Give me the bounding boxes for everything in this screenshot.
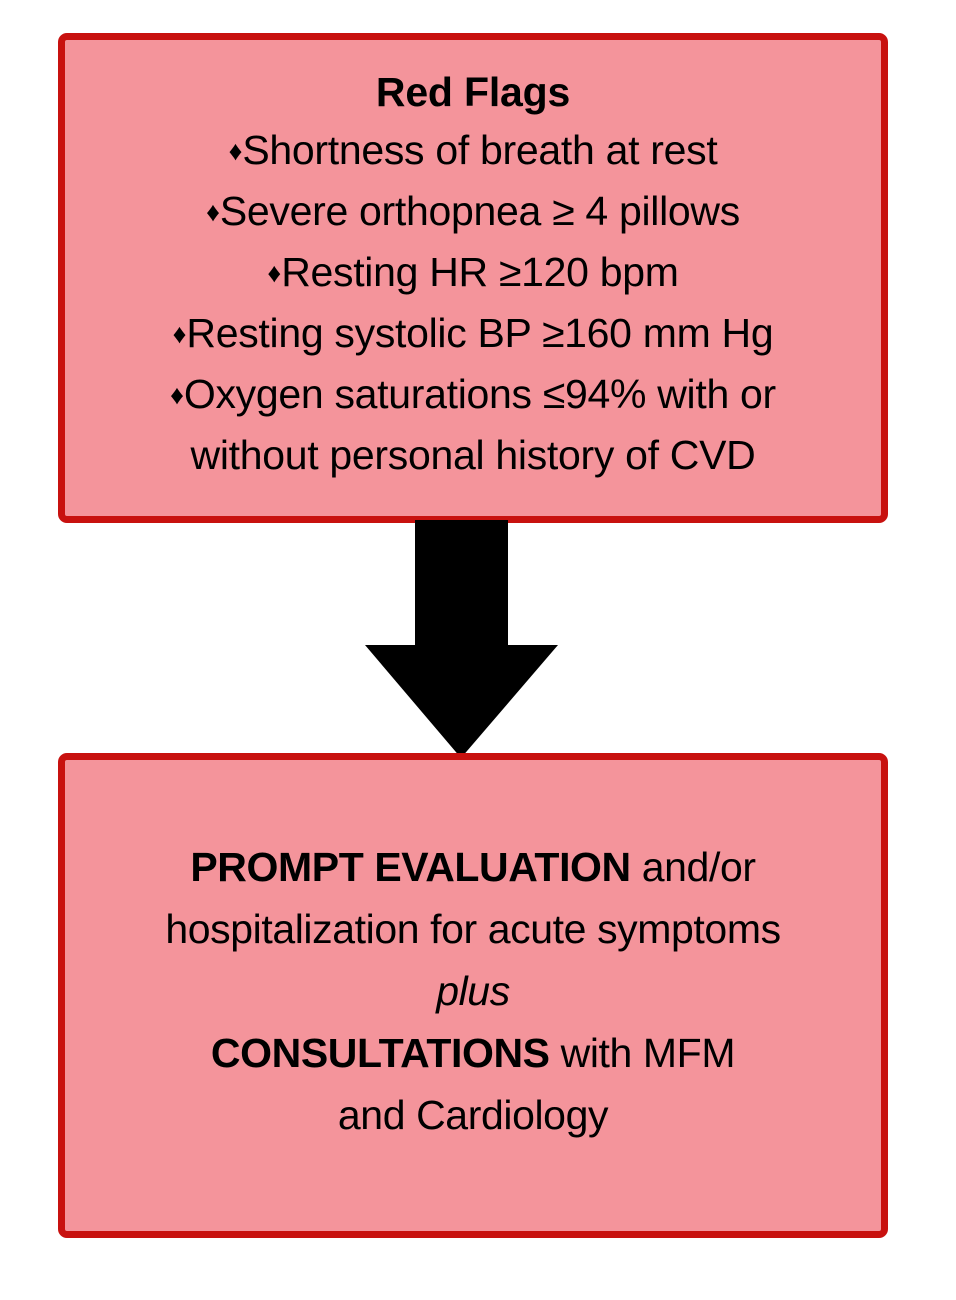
list-item: ♦Resting HR ≥120 bpm: [65, 242, 881, 303]
red-flags-box: Red Flags ♦Shortness of breath at rest ♦…: [58, 33, 888, 523]
list-item: ♦Oxygen saturations ≤94% with or without…: [65, 364, 881, 485]
action-text: hospitalization for acute symptoms: [165, 906, 781, 952]
action-text: with MFM: [549, 1030, 736, 1076]
diamond-bullet-icon: ♦: [206, 197, 220, 227]
action-line-plus: plus: [65, 960, 881, 1022]
action-emphasis: CONSULTATIONS: [210, 1030, 550, 1076]
action-line: PROMPT EVALUATION and/or: [65, 836, 881, 898]
action-text: and/or: [630, 844, 756, 890]
list-item-label: Shortness of breath at rest: [242, 127, 718, 173]
action-line: hospitalization for acute symptoms: [65, 898, 881, 960]
list-item-label: Oxygen saturations ≤94% with or without …: [183, 371, 776, 478]
list-item: ♦Resting systolic BP ≥160 mm Hg: [65, 303, 881, 364]
action-emphasis: PROMPT EVALUATION: [190, 844, 631, 890]
down-arrow-icon: [365, 520, 558, 758]
list-item-label: Resting HR ≥120 bpm: [281, 249, 679, 295]
diamond-bullet-icon: ♦: [267, 258, 282, 288]
action-text: plus: [436, 968, 510, 1014]
red-flags-list: ♦Shortness of breath at rest ♦Severe ort…: [65, 120, 881, 485]
prompt-evaluation-box: PROMPT EVALUATION and/or hospitalization…: [58, 753, 888, 1238]
action-line: and Cardiology: [65, 1084, 881, 1146]
list-item-label: Severe orthopnea ≥ 4 pillows: [219, 188, 740, 234]
list-item: ♦Shortness of breath at rest: [65, 120, 881, 181]
diamond-bullet-icon: ♦: [170, 380, 184, 410]
action-text: and Cardiology: [337, 1092, 609, 1138]
list-item-label: Resting systolic BP ≥160 mm Hg: [186, 310, 774, 356]
diamond-bullet-icon: ♦: [228, 136, 243, 166]
list-item: ♦Severe orthopnea ≥ 4 pillows: [65, 181, 881, 242]
action-line: CONSULTATIONS with MFM: [65, 1022, 881, 1084]
red-flags-title: Red Flags: [375, 69, 571, 115]
arrow-shape: [365, 520, 558, 758]
diamond-bullet-icon: ♦: [172, 319, 187, 349]
